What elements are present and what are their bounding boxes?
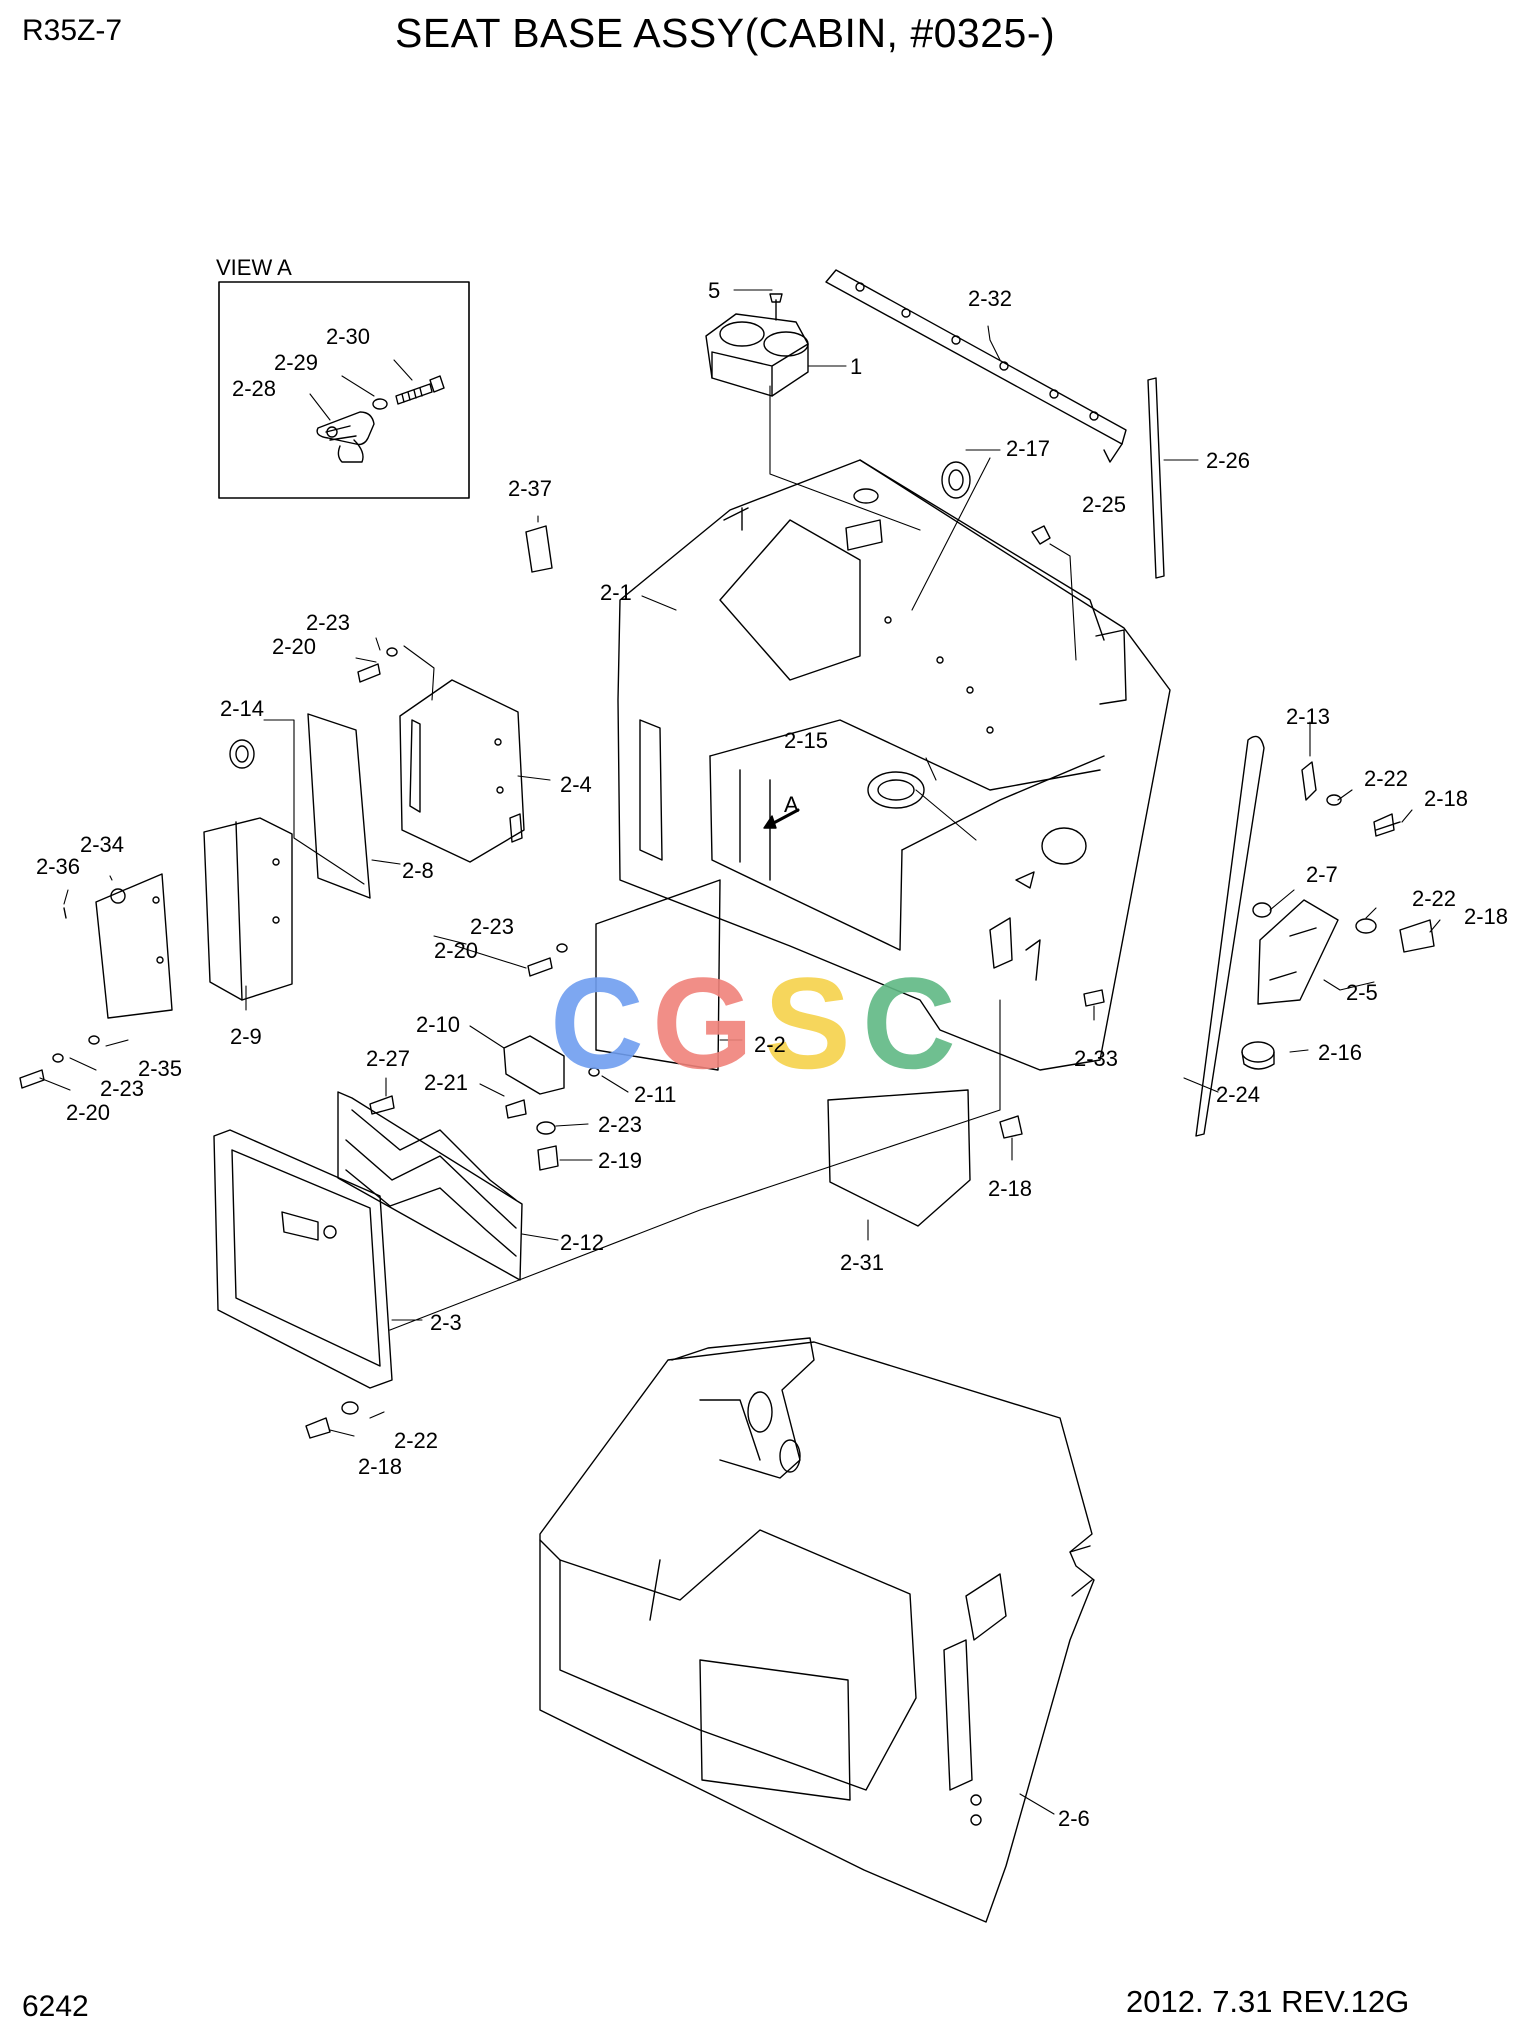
callout-2-36: 2-36	[36, 854, 80, 879]
bottom-housing	[539, 1337, 1095, 1923]
callout-2-33: 2-33	[1074, 1046, 1118, 1071]
watermark-letter-4: C	[862, 950, 956, 1096]
callout-2-23-a: 2-23	[306, 610, 350, 635]
callout-labels: 5 1 2-32 2-26 2-17 2-25 2-30 2-29 2-28 2…	[36, 278, 1508, 1831]
callout-2-18-a: 2-18	[1424, 786, 1468, 811]
storage-net	[337, 1091, 523, 1281]
watermark-letter-2: G	[652, 950, 753, 1096]
nut	[1031, 525, 1051, 545]
callout-2-31: 2-31	[840, 1250, 884, 1275]
callout-2-23-d: 2-23	[598, 1112, 642, 1137]
callout-2-9: 2-9	[230, 1024, 262, 1049]
callout-2-25: 2-25	[1082, 492, 1126, 517]
page-number: 6242	[22, 1990, 89, 2023]
callout-2-1: 2-1	[600, 580, 632, 605]
watermark-letter-3: S	[764, 950, 851, 1096]
storage-cover	[213, 1129, 393, 1389]
top-strip	[825, 269, 1127, 463]
view-a-arrow: A	[763, 792, 800, 829]
callout-2-27: 2-27	[366, 1046, 410, 1071]
callout-1: 1	[850, 354, 862, 379]
view-a-title: VIEW A	[216, 255, 292, 280]
fasteners	[19, 647, 1105, 1439]
callout-2-17: 2-17	[1006, 436, 1050, 461]
right-bracket-lower	[1241, 899, 1435, 1070]
corner-cover	[827, 1089, 971, 1227]
callout-2-30: 2-30	[326, 324, 370, 349]
callout-2-7: 2-7	[1306, 862, 1338, 887]
side-seal	[1195, 735, 1265, 1137]
rubber-block	[525, 525, 553, 573]
view-a-inset: VIEW A	[216, 255, 470, 499]
callout-2-35: 2-35	[138, 1056, 182, 1081]
access-plate	[595, 879, 721, 1071]
watermark-letter-1: C	[550, 950, 644, 1096]
callout-2-20-a: 2-20	[272, 634, 316, 659]
callout-2-14: 2-14	[220, 696, 264, 721]
right-bracket-upper	[1301, 761, 1401, 837]
callout-2-10: 2-10	[416, 1012, 460, 1037]
page-title: SEAT BASE ASSY(CABIN, #0325-)	[395, 10, 1056, 56]
callout-5: 5	[708, 278, 720, 303]
small-side-panel	[95, 873, 173, 1019]
callout-2-16: 2-16	[1318, 1040, 1362, 1065]
callout-2-4: 2-4	[560, 772, 592, 797]
callout-2-18-c: 2-18	[988, 1176, 1032, 1201]
callout-2-22-a: 2-22	[1364, 766, 1408, 791]
callout-2-22-c: 2-22	[394, 1428, 438, 1453]
callout-2-34: 2-34	[80, 832, 124, 857]
callout-2-23-c: 2-23	[100, 1076, 144, 1101]
callout-2-20-b: 2-20	[434, 938, 478, 963]
callout-2-37: 2-37	[508, 476, 552, 501]
callout-2-19: 2-19	[598, 1148, 642, 1173]
oval-grommet	[867, 771, 925, 809]
vertical-panel	[307, 713, 371, 899]
side-panel-upper	[399, 679, 525, 863]
small-bracket	[503, 1035, 565, 1095]
callout-2-20-c: 2-20	[66, 1100, 110, 1125]
watermark-logo: C G S C	[550, 950, 956, 1096]
callout-2-24: 2-24	[1216, 1082, 1260, 1107]
callout-2-18-d: 2-18	[358, 1454, 402, 1479]
callout-2-11: 2-11	[634, 1082, 676, 1107]
seat-base-frame	[617, 459, 1171, 1071]
leader-lines	[39, 289, 1441, 1815]
callout-2-32: 2-32	[968, 286, 1012, 311]
view-a-arrow-label: A	[784, 792, 799, 817]
callout-2-3: 2-3	[430, 1310, 462, 1335]
callout-2-6: 2-6	[1058, 1806, 1090, 1831]
callout-2-28: 2-28	[232, 376, 276, 401]
angle-panel	[203, 817, 293, 1001]
callout-2-22-b: 2-22	[1412, 886, 1456, 911]
cup-holder	[705, 293, 809, 397]
callout-2-8: 2-8	[402, 858, 434, 883]
grommet-round	[229, 739, 255, 769]
callout-2-2: 2-2	[754, 1032, 786, 1057]
callout-2-26: 2-26	[1206, 448, 1250, 473]
callout-2-29: 2-29	[274, 350, 318, 375]
grommet-top	[941, 461, 971, 499]
seal-strip	[1147, 377, 1165, 579]
model-number: R35Z-7	[22, 14, 123, 47]
callout-2-23-b: 2-23	[470, 914, 514, 939]
callout-2-21: 2-21	[424, 1070, 468, 1095]
callout-2-13: 2-13	[1286, 704, 1330, 729]
callout-2-5: 2-5	[1346, 980, 1378, 1005]
callout-2-15: 2-15	[784, 728, 828, 753]
callout-2-12: 2-12	[560, 1230, 604, 1255]
callout-2-18-b: 2-18	[1464, 904, 1508, 929]
revision-date: 2012. 7.31 REV.12G	[1126, 1984, 1410, 2019]
